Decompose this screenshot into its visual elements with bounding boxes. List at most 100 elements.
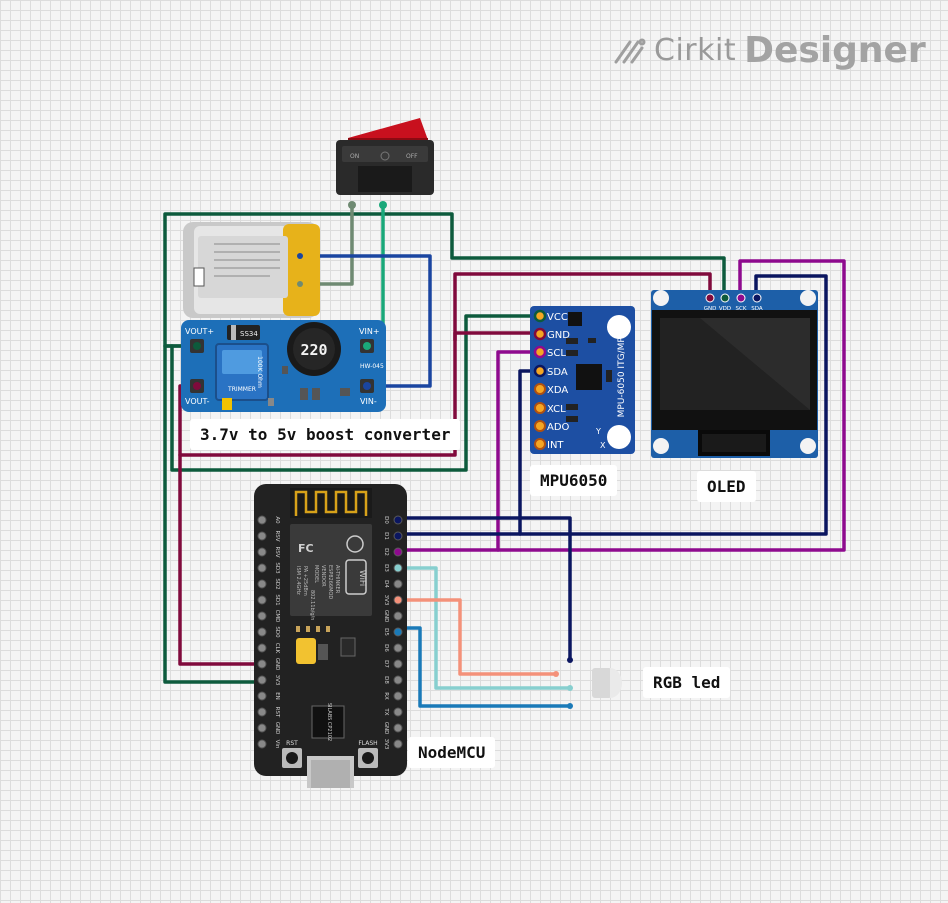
left-header-label-2: RSV [274, 546, 280, 557]
wire-gnd-to-mpu-gnd[interactable] [453, 331, 542, 342]
module-text-5: PA +25dBm [302, 566, 308, 596]
right-header-label-8: D6 [383, 644, 389, 652]
wire-d2-sda[interactable] [395, 274, 828, 536]
left-header-label-11: EN [274, 692, 280, 700]
wire-d4-to-rgb[interactable] [395, 566, 572, 690]
left-header-pin-3[interactable] [257, 563, 267, 573]
label-nodemcu: NodeMCU [408, 737, 496, 768]
right-header-label-12: TX [383, 707, 389, 715]
inductor-label: 220 [300, 341, 327, 359]
trimmer-value: 100K Ohm [256, 356, 263, 388]
right-header-label-9: D7 [383, 660, 389, 668]
pin-vout-minus: VOUT- [185, 397, 210, 406]
wire-endpoint-3 [394, 564, 402, 572]
left-header-pin-4[interactable] [257, 579, 267, 589]
wifi-logo: WiFi [358, 570, 367, 586]
right-header-pin-4[interactable] [393, 579, 403, 589]
mpu6050-module[interactable]: MPU-6050 ITG/MPU Y X VCC GND SCL SDA XDA… [530, 306, 635, 454]
wire-d1-to-mpu-scl[interactable] [496, 350, 542, 552]
mpu-pin-int: INT [547, 440, 564, 451]
left-header-label-7: SD0 [274, 626, 280, 638]
right-header-label-4: D4 [383, 580, 389, 588]
rocker-switch[interactable]: ON OFF [336, 118, 434, 209]
module-text-1: VENDOR [320, 565, 326, 587]
left-header-label-9: GND [274, 658, 280, 671]
left-header-label-6: CMD [274, 610, 280, 623]
mpu-pins: VCC GND SCL SDA XDA XCL ADO INT [533, 309, 570, 451]
module-text-4: ISM 2.4GHz [295, 566, 301, 595]
cirkit-logo-icon [614, 38, 646, 63]
left-header-pin-0[interactable] [257, 515, 267, 525]
wire-battery-to-vin-minus[interactable] [298, 254, 432, 388]
left-header-label-14: Vin [274, 740, 280, 749]
module-text-0: MODEL [313, 565, 319, 583]
right-header-label-3: D3 [383, 564, 389, 572]
oled-pin-vdd: VDD [719, 306, 731, 312]
oled-pin-sda: SDA [751, 306, 763, 312]
left-header-pin-9[interactable] [257, 659, 267, 669]
right-header-pin-12[interactable] [393, 707, 403, 717]
chip-label: SILABS CP2102 [326, 703, 332, 741]
mpu-pin-ado: ADO [547, 422, 570, 433]
label-rgb-led: RGB led [643, 667, 731, 698]
left-header-pin-14[interactable] [257, 739, 267, 749]
right-header-pin-9[interactable] [393, 659, 403, 669]
left-header-label-4: SD2 [274, 578, 280, 589]
right-header-pin-6[interactable] [393, 611, 403, 621]
wire-endpoint-0 [394, 516, 402, 524]
wire-vout-to-mpu-vcc[interactable] [170, 314, 542, 472]
mpu-pin-gnd: GND [547, 330, 570, 341]
right-header-label-11: RX [383, 692, 389, 700]
module-text-6: 802.11b/g/n [309, 590, 315, 620]
wire-d1-scl[interactable] [395, 259, 846, 552]
wire-endpoint-7 [394, 628, 402, 636]
right-header-pin-8[interactable] [393, 643, 403, 653]
right-header-label-0: D0 [383, 516, 389, 524]
left-header-label-0: A0 [274, 516, 280, 524]
pin-vout-plus: VOUT+ [185, 327, 214, 336]
oled-pin-sck: SCK [736, 306, 747, 312]
left-header-label-3: SD3 [274, 562, 280, 574]
left-header-pin-1[interactable] [257, 531, 267, 541]
lipo-battery[interactable] [183, 222, 320, 318]
left-header-pin-8[interactable] [257, 643, 267, 653]
right-header-pin-10[interactable] [393, 675, 403, 685]
wire-d5-to-rgb[interactable] [395, 626, 572, 708]
wire-d0-to-rgb[interactable] [395, 516, 572, 662]
pin-vin-plus: VIN+ [359, 327, 380, 336]
left-header-pin-12[interactable] [257, 707, 267, 717]
wires [163, 203, 846, 744]
wire-gnd-to-oled-vdd[interactable] [178, 272, 712, 457]
left-header-pin-2[interactable] [257, 547, 267, 557]
left-header-label-12: RST [274, 707, 280, 718]
mpu-pin-xda: XDA [547, 385, 568, 396]
boost-converter[interactable]: SS34 220 TRIMMER 100K Ohm HW-045 VOUT+ V… [181, 320, 386, 412]
right-header-pin-14[interactable] [393, 739, 403, 749]
switch-off-label: OFF [406, 153, 418, 160]
right-header-label-6: GND [383, 610, 389, 623]
left-header-pin-7[interactable] [257, 627, 267, 637]
left-header-pin-6[interactable] [257, 611, 267, 621]
right-header-pin-11[interactable] [393, 691, 403, 701]
rgb-led[interactable] [553, 657, 622, 709]
nodemcu-left-headers: A0RSVRSVSD3SD2SD1CMDSD0CLKGND3V3ENRSTGND… [257, 515, 280, 749]
left-header-pin-10[interactable] [257, 675, 267, 685]
right-header-pin-13[interactable] [393, 723, 403, 733]
left-header-pin-5[interactable] [257, 595, 267, 605]
right-header-label-2: D2 [383, 548, 389, 556]
boost-model: HW-045 [360, 363, 384, 370]
left-header-pin-11[interactable] [257, 691, 267, 701]
label-oled: OLED [697, 471, 756, 502]
wire-endpoint-1 [394, 532, 402, 540]
oled-display[interactable]: GND VDD SCK SDA [651, 290, 818, 458]
left-header-label-1: RSV [274, 530, 280, 541]
wire-3v3-to-rgb[interactable] [395, 598, 558, 676]
right-header-label-1: D1 [383, 532, 389, 540]
nodemcu-board[interactable]: FC WiFi MODEL VENDOR ESP8266MOD AI-THINK… [254, 484, 407, 788]
label-mpu6050: MPU6050 [530, 465, 618, 496]
left-header-pin-13[interactable] [257, 723, 267, 733]
label-boost-converter: 3.7v to 5v boost converter [190, 419, 461, 450]
left-header-label-13: GND [274, 722, 280, 735]
mpu-pin-vcc: VCC [547, 312, 568, 323]
